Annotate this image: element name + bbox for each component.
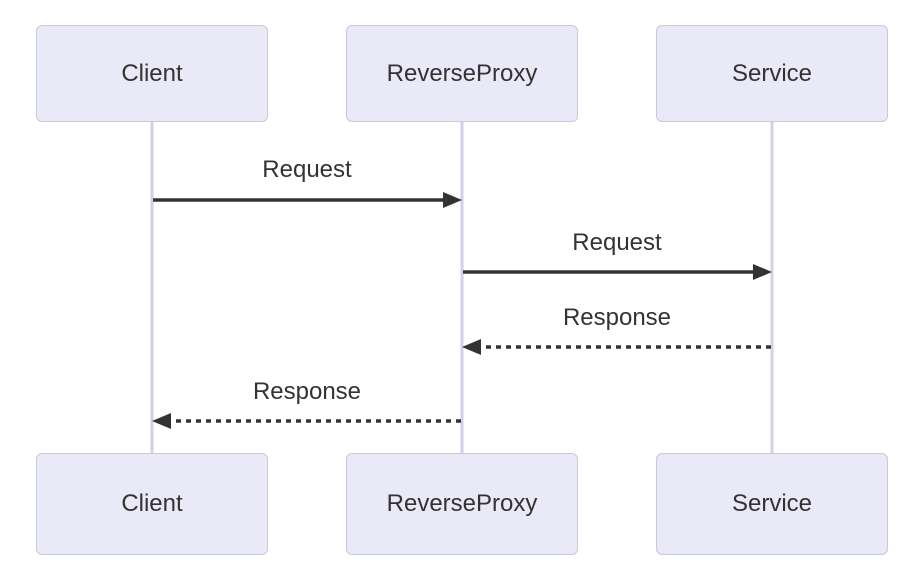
- participant-box-service-top: Service: [656, 25, 888, 122]
- participant-label-client-bottom: Client: [121, 490, 183, 517]
- participant-label-reverseproxy-bottom: ReverseProxy: [386, 490, 538, 517]
- arrow-response-service-to-reverseproxy: [462, 339, 771, 355]
- participant-box-client-top: Client: [36, 25, 268, 122]
- participant-box-reverseproxy-top: ReverseProxy: [346, 25, 578, 122]
- message-label-response-2: Response: [252, 378, 362, 405]
- participant-label-service-top: Service: [731, 59, 813, 87]
- participant-label-client-top: Client: [121, 59, 183, 87]
- message-label-request-1: Request: [262, 156, 352, 183]
- arrow-request-client-to-reverseproxy: [153, 192, 462, 208]
- message-label-response-1: Response: [562, 304, 672, 331]
- arrow-response-reverseproxy-to-client: [152, 413, 461, 429]
- participant-box-client-bottom: Client: [36, 453, 268, 555]
- message-label-request-2: Request: [572, 229, 662, 256]
- participant-label-reverseproxy-top: ReverseProxy: [386, 59, 538, 87]
- participant-label-service-bottom: Service: [731, 490, 813, 517]
- arrow-request-reverseproxy-to-service: [463, 264, 772, 280]
- participant-box-service-bottom: Service: [656, 453, 888, 555]
- participant-box-reverseproxy-bottom: ReverseProxy: [346, 453, 578, 555]
